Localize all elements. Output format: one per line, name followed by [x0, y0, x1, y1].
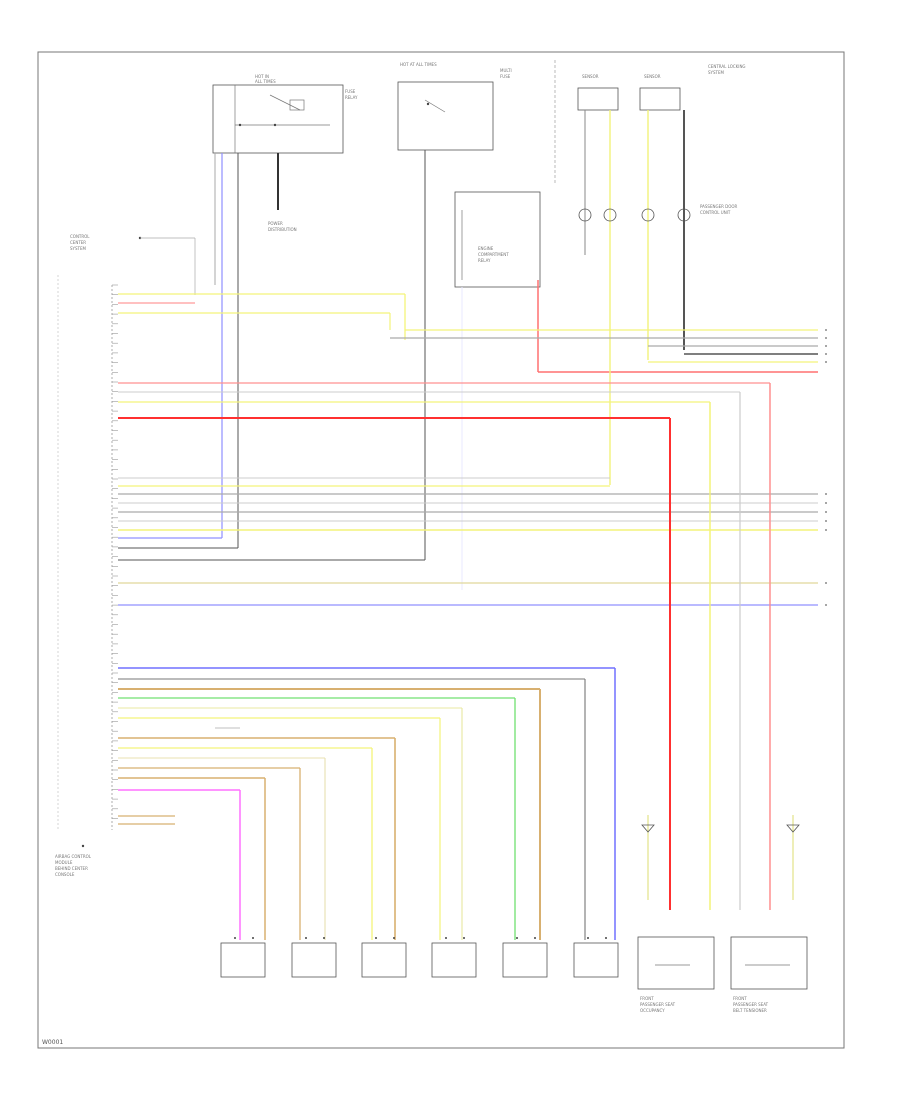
connector-box-middle: ENGINE COMPARTMENT RELAY: [454, 191, 541, 288]
harness-wires: [118, 293, 827, 940]
right-module-title: CENTRAL LOCKING: [708, 64, 746, 69]
bottom-sensors: [220, 937, 619, 978]
svg-text:CONTROL: CONTROL: [70, 234, 90, 239]
svg-text:SYSTEM: SYSTEM: [70, 246, 86, 251]
relay-box-left: HOT IN ALL TIMES FUSE RELAY: [212, 74, 358, 154]
sensor-front-left: SENSOR: [577, 74, 619, 111]
ground-symbol-left: [641, 815, 655, 900]
sensor-box-6: [573, 942, 619, 978]
svg-text:COMPARTMENT: COMPARTMENT: [478, 252, 509, 257]
svg-text:FUSE: FUSE: [500, 74, 511, 79]
svg-text:ENGINE: ENGINE: [478, 246, 494, 251]
svg-text:PASSENGER DOOR: PASSENGER DOOR: [700, 204, 738, 209]
fuse-box-center: HOT AT ALL TIMES MULTI FUSE: [397, 62, 512, 151]
sensor-box-1: [220, 942, 266, 978]
module-pin-labels: [112, 284, 118, 819]
ground-symbol-right: [786, 815, 800, 900]
svg-text:DISTRIBUTION: DISTRIBUTION: [268, 227, 297, 232]
control-module-left: CONTROL CENTER SYSTEM AIRBAG CONTROL MOD…: [55, 234, 196, 877]
svg-text:MODULE: MODULE: [55, 860, 73, 865]
page-reference: W0001: [42, 1039, 63, 1046]
seat-unit-left: FRONT PASSENGER SEAT OCCUPANCY: [637, 936, 715, 1013]
svg-text:BELT TENSIONER: BELT TENSIONER: [733, 1008, 767, 1013]
sensor-front-right: SENSOR: [639, 74, 681, 111]
svg-text:CENTER: CENTER: [70, 240, 86, 245]
svg-text:MULTI: MULTI: [500, 68, 512, 73]
sensor-box-2: [291, 942, 337, 978]
svg-text:ALL TIMES: ALL TIMES: [255, 79, 276, 84]
svg-text:CONTROL UNIT: CONTROL UNIT: [700, 210, 731, 215]
sensor-box-4: [431, 942, 477, 978]
pin-row: PASSENGER DOOR CONTROL UNIT: [578, 204, 738, 222]
svg-text:BEHIND CENTER: BEHIND CENTER: [55, 866, 88, 871]
svg-text:SYSTEM: SYSTEM: [708, 70, 724, 75]
svg-text:FUSE: FUSE: [345, 89, 356, 94]
svg-text:OCCUPANCY: OCCUPANCY: [640, 1008, 665, 1013]
svg-text:CONSOLE: CONSOLE: [55, 872, 75, 877]
svg-text:HOT IN: HOT IN: [255, 74, 269, 79]
svg-text:HOT AT ALL TIMES: HOT AT ALL TIMES: [400, 62, 437, 67]
svg-text:SENSOR: SENSOR: [644, 74, 661, 79]
diagram-frame: [37, 51, 845, 1049]
svg-text:FRONT: FRONT: [733, 996, 747, 1001]
svg-text:SENSOR: SENSOR: [582, 74, 599, 79]
svg-text:RELAY: RELAY: [478, 258, 491, 263]
sensor-box-3: [361, 942, 407, 978]
svg-text:FRONT: FRONT: [640, 996, 654, 1001]
svg-text:AIRBAG CONTROL: AIRBAG CONTROL: [55, 854, 92, 859]
svg-text:PASSENGER SEAT: PASSENGER SEAT: [733, 1002, 769, 1007]
svg-text:PASSENGER SEAT: PASSENGER SEAT: [640, 1002, 676, 1007]
sensor-box-5: [502, 942, 548, 978]
seat-unit-right: FRONT PASSENGER SEAT BELT TENSIONER: [730, 936, 808, 1013]
ground-label: POWER: [268, 221, 283, 226]
svg-text:RELAY: RELAY: [345, 95, 358, 100]
